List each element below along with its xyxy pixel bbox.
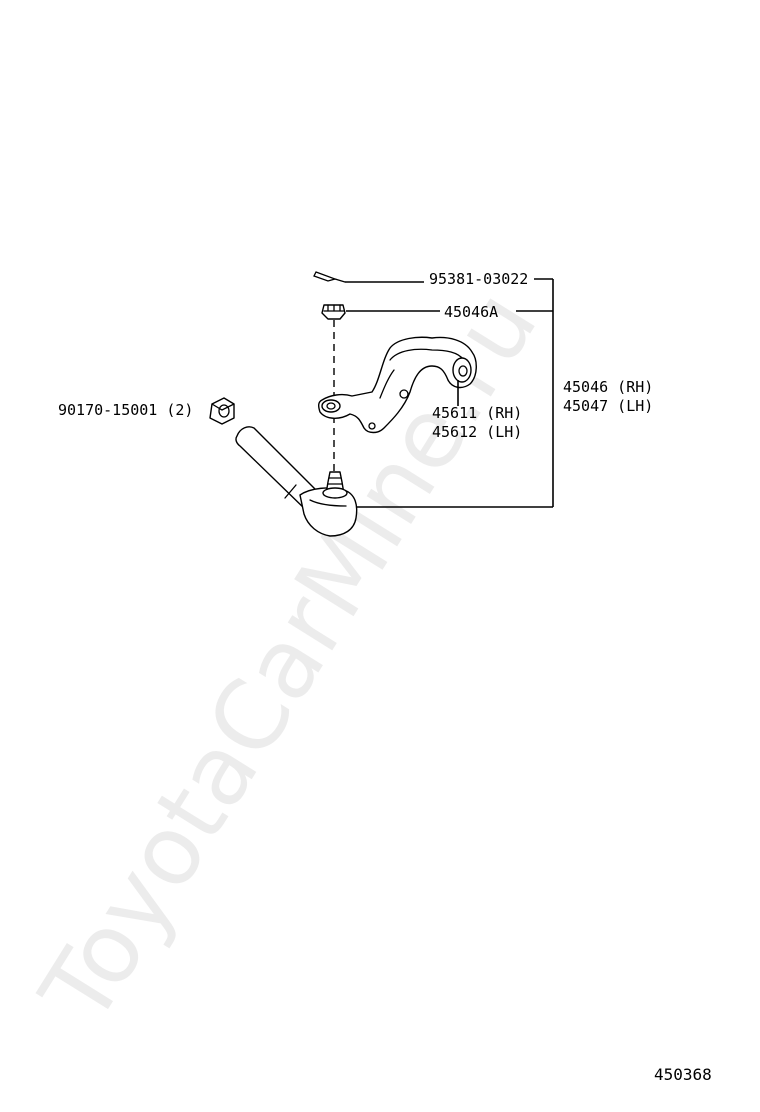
lock-nut-part[interactable] (209, 397, 235, 425)
knuckle-arm-rh-callout[interactable]: 45611 (RH) (432, 404, 522, 422)
watermark-text: ToyotaCarMine.ru (19, 272, 559, 1043)
nut-callout[interactable]: 45046A (444, 303, 498, 321)
tie-rod-end-lh-callout[interactable]: 45047 (LH) (563, 397, 653, 415)
cotter-pin-callout[interactable]: 95381-03022 (429, 270, 528, 288)
knuckle-arm-lh-callout[interactable]: 45612 (LH) (432, 423, 522, 441)
knuckle-arm-part[interactable] (317, 336, 477, 434)
tie-rod-end-rh-callout[interactable]: 45046 (RH) (563, 378, 653, 396)
illustration-number: 450368 (654, 1065, 712, 1084)
lock-nut-callout[interactable]: 90170-15001 (2) (58, 401, 193, 419)
castle-nut-part[interactable] (321, 304, 346, 320)
cotter-pin-part[interactable] (313, 271, 346, 283)
tie-rod-end-part[interactable] (235, 426, 358, 537)
